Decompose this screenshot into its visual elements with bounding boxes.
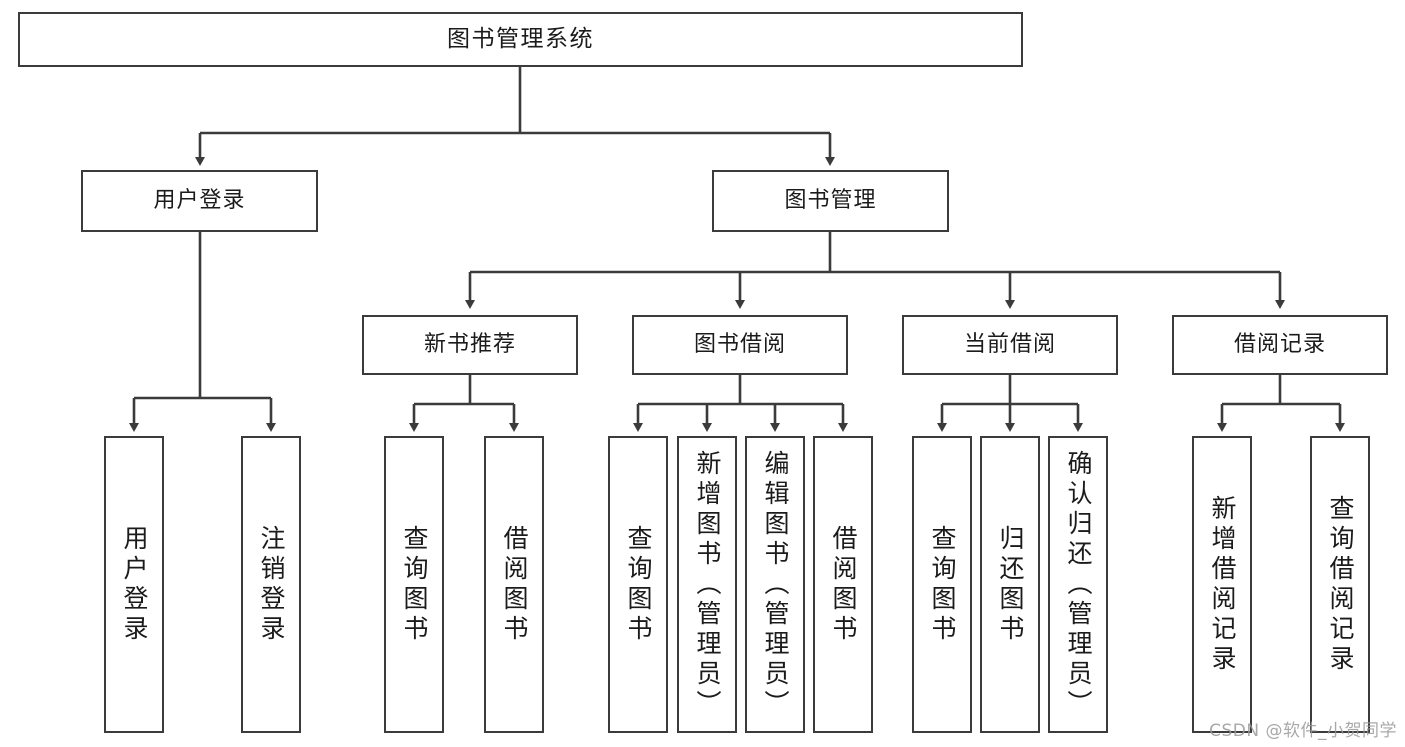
leaf-new-book-query-book[interactable]: 查询图书	[384, 436, 444, 733]
node-label: 图书借阅	[693, 332, 786, 358]
leaf-user-login-login[interactable]: 用户登录	[104, 436, 164, 733]
leaf-borrow-record-query-record[interactable]: 查询借阅记录	[1310, 436, 1370, 733]
node-current-borrow[interactable]: 当前借阅	[902, 315, 1118, 375]
leaf-book-borrow-borrow-book[interactable]: 借阅图书	[813, 436, 873, 733]
node-label: 新增借阅记录	[1208, 494, 1237, 675]
node-label: 编辑图书（管理员）	[761, 449, 790, 720]
leaf-book-borrow-edit-book-admin[interactable]: 编辑图书（管理员）	[745, 436, 805, 733]
node-label: 新增图书（管理员）	[693, 449, 722, 720]
node-label: 借阅图书	[500, 524, 529, 645]
node-label: 图书管理系统	[447, 25, 594, 52]
node-label: 借阅记录	[1233, 332, 1326, 358]
node-label: 新书推荐	[423, 332, 516, 358]
node-book-borrow[interactable]: 图书借阅	[632, 315, 848, 375]
node-user-login[interactable]: 用户登录	[81, 170, 318, 232]
node-label: 归还图书	[996, 524, 1025, 645]
node-label: 用户登录	[120, 524, 149, 645]
node-label: 用户登录	[153, 188, 246, 214]
node-label: 图书管理	[784, 188, 877, 214]
csdn-watermark: CSDN @软件_小贺同学	[1209, 721, 1397, 741]
leaf-book-borrow-query-book[interactable]: 查询图书	[608, 436, 668, 733]
leaf-new-book-borrow-book[interactable]: 借阅图书	[484, 436, 544, 733]
node-root-book-management-system[interactable]: 图书管理系统	[18, 12, 1023, 67]
node-label: 借阅图书	[829, 524, 858, 645]
leaf-borrow-record-add-record[interactable]: 新增借阅记录	[1192, 436, 1252, 733]
node-label: 查询借阅记录	[1326, 494, 1355, 675]
node-label: 查询图书	[400, 524, 429, 645]
leaf-book-borrow-add-book-admin[interactable]: 新增图书（管理员）	[677, 436, 737, 733]
node-label: 查询图书	[624, 524, 653, 645]
node-book-management[interactable]: 图书管理	[712, 170, 949, 232]
leaf-current-borrow-return-book[interactable]: 归还图书	[980, 436, 1040, 733]
leaf-current-borrow-query-book[interactable]: 查询图书	[912, 436, 972, 733]
node-label: 确认归还（管理员）	[1064, 449, 1093, 720]
leaf-user-login-logout[interactable]: 注销登录	[241, 436, 301, 733]
node-new-book-recommend[interactable]: 新书推荐	[362, 315, 578, 375]
node-label: 当前借阅	[963, 332, 1056, 358]
node-label: 查询图书	[928, 524, 957, 645]
node-label: 注销登录	[257, 524, 286, 645]
node-borrow-record[interactable]: 借阅记录	[1172, 315, 1388, 375]
leaf-current-borrow-confirm-return-admin[interactable]: 确认归还（管理员）	[1048, 436, 1108, 733]
